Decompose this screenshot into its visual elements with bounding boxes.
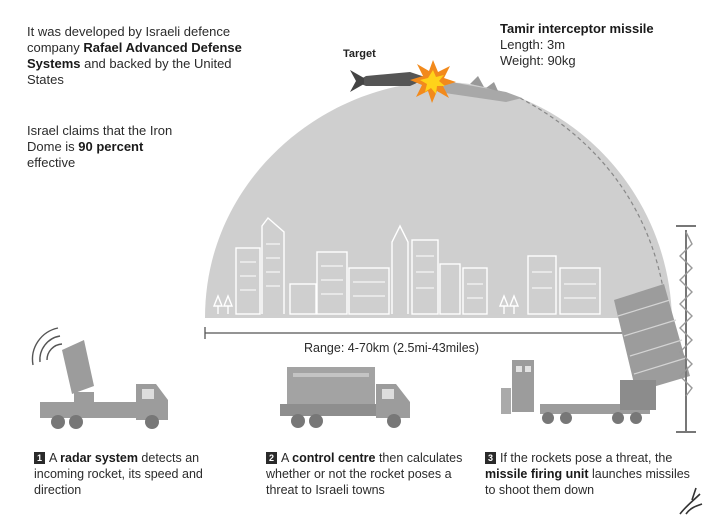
missile-length: Length: 3m [500, 37, 566, 52]
control-centre-truck-icon [280, 367, 410, 428]
step-number: 3 [485, 452, 496, 464]
explosion-icon [410, 60, 456, 103]
intro-text: It was developed by Israeli defence comp… [27, 24, 242, 87]
step-number: 2 [266, 452, 277, 464]
city-skyline [212, 216, 601, 315]
effectiveness-claim: Israel claims that the Iron Dome is 90 p… [27, 123, 173, 170]
publisher-logo-icon [679, 487, 703, 515]
target-label: Target [343, 48, 376, 60]
dome-shape [205, 82, 672, 318]
interceptor-missile-icon [438, 76, 522, 102]
target-rocket-icon [350, 70, 428, 92]
missile-weight: Weight: 90kg [500, 53, 576, 68]
missile-title: Tamir interceptor missile [500, 21, 654, 36]
range-label: Range: 4-70km (2.5mi-43miles) [300, 340, 484, 356]
radar-truck-icon [31, 327, 168, 429]
step-number: 1 [34, 452, 45, 464]
interceptor-trajectory [519, 97, 666, 301]
missile-launcher-icon [501, 225, 696, 433]
missile-spec: Tamir interceptor missile Length: 3m Wei… [500, 21, 700, 69]
